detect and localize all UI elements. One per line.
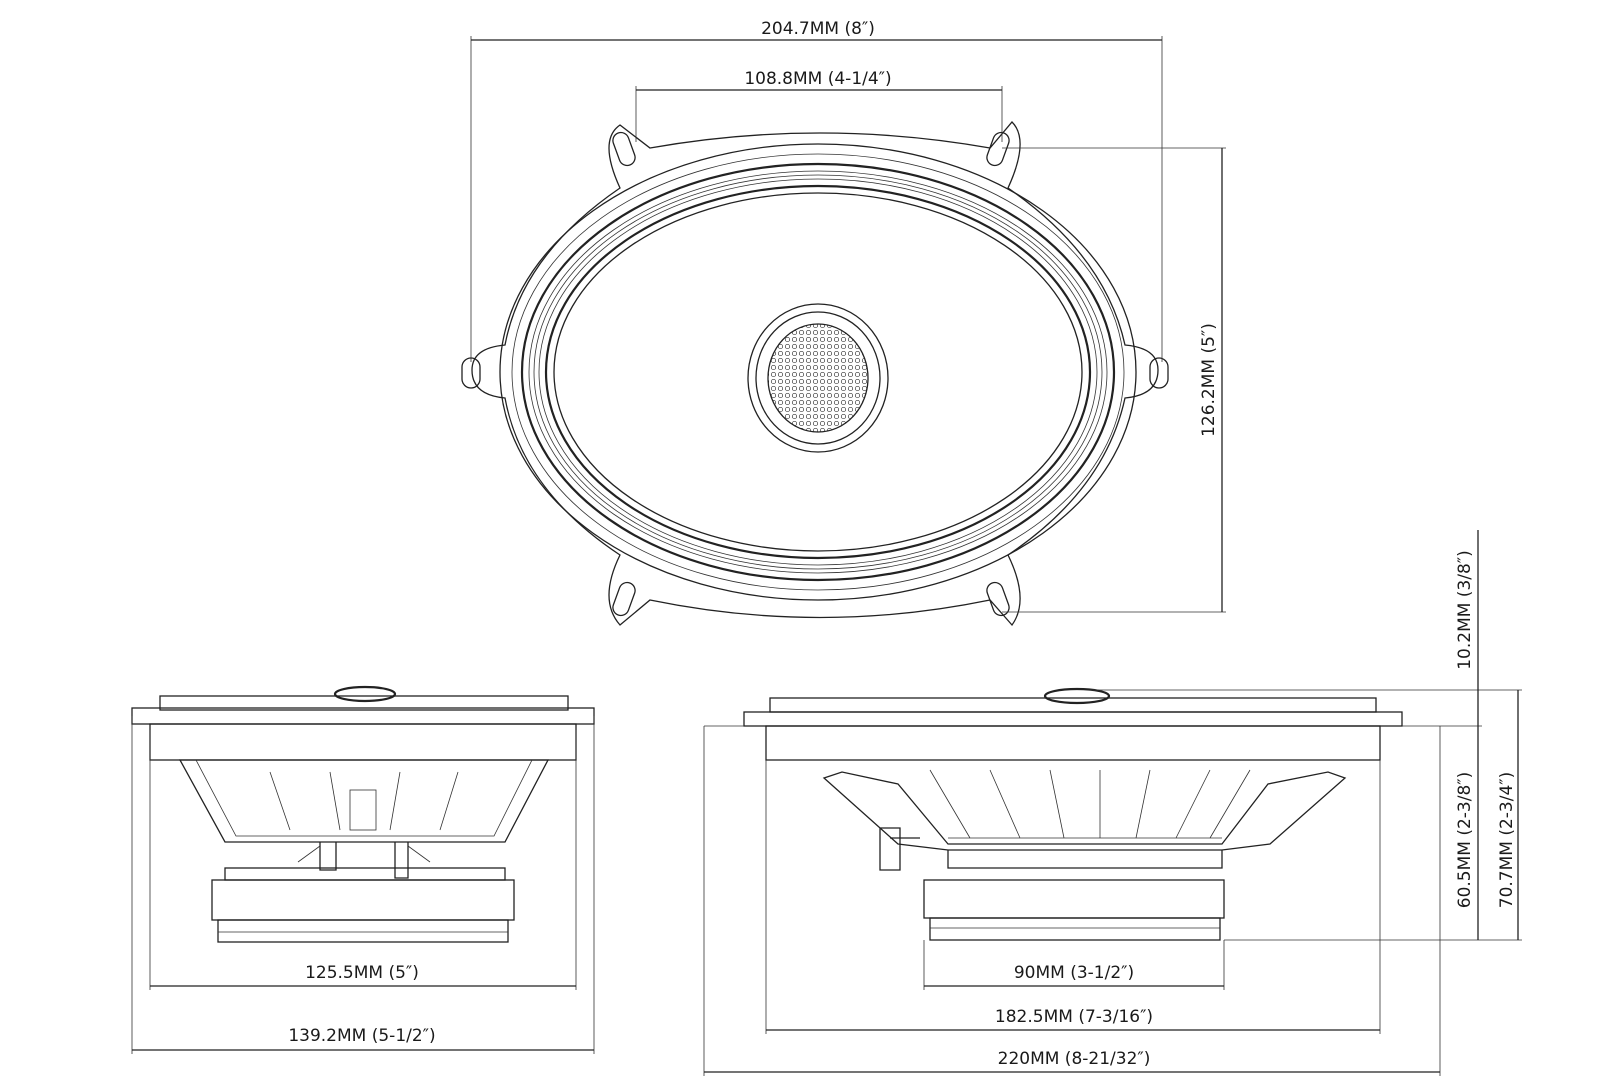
left-terminal-1 (319, 842, 337, 871)
right-magnet-cup (947, 850, 1223, 869)
left-basket (178, 759, 550, 843)
surround-rib-2 (533, 174, 1103, 570)
left-tweeter-dome (333, 685, 397, 703)
left-magnet (211, 879, 515, 921)
cone-edge (553, 192, 1083, 552)
left-terminal-2 (394, 842, 409, 879)
mounting-hole-top-left (612, 131, 636, 167)
mounting-frame-outline (471, 121, 1159, 627)
surround-outer (520, 162, 1116, 582)
right-flange (743, 711, 1403, 727)
mounting-hole-right (1149, 357, 1169, 389)
right-magnet (923, 879, 1225, 919)
dim-right-tweeter-height: 10.2MM (3/8″) (1455, 550, 1475, 670)
left-frame-body (149, 723, 577, 761)
left-frame-top (159, 695, 569, 711)
right-terminal (879, 827, 920, 871)
mounting-hole-bottom-right (986, 581, 1010, 617)
dim-right-outer-width: 220MM (8-21/32″) (998, 1049, 1151, 1069)
surround-rib-1 (528, 170, 1108, 574)
left-side-view: 125.5MM (5″) 139.2MM (5-1/2″) (131, 685, 595, 1054)
left-magnet-base (217, 919, 509, 943)
tweeter-grille (767, 323, 869, 433)
dim-right-mount-depth: 60.5MM (2-3/8″) (1455, 772, 1475, 909)
surround-rib-3 (538, 178, 1098, 566)
mounting-hole-left (461, 357, 481, 389)
frame-rim (499, 143, 1137, 601)
dim-left-outer-width: 139.2MM (5-1/2″) (288, 1026, 435, 1046)
dim-top-overall-width: 204.7MM (8″) (761, 19, 875, 39)
dim-right-total-depth: 70.7MM (2-3/4″) (1497, 772, 1517, 909)
mounting-holes (461, 131, 1169, 617)
dim-right-magnet-width: 90MM (3-1/2″) (1014, 963, 1134, 983)
tweeter-housing (747, 303, 889, 453)
dim-top-height: 126.2MM (5″) (1199, 323, 1219, 437)
right-frame-top (769, 697, 1377, 713)
tweeter (747, 303, 889, 453)
right-magnet-base (929, 917, 1221, 941)
right-frame-body (765, 725, 1381, 761)
mounting-hole-top-right (986, 131, 1010, 167)
dim-left-inner-width: 125.5MM (5″) (305, 963, 419, 983)
surround-inner (544, 184, 1092, 560)
dim-right-inner-width: 182.5MM (7-3/16″) (995, 1007, 1153, 1027)
frame-rim-inner (511, 153, 1125, 591)
tweeter-ring (755, 311, 881, 445)
right-side-view: 90MM (3-1/2″) 182.5MM (7-3/16″) 220MM (8… (703, 530, 1522, 1076)
left-magnet-plate (224, 867, 506, 881)
mounting-hole-bottom-left (612, 581, 636, 617)
top-view: 204.7MM (8″) 108.8MM (4-1/4″) 126.2MM (5… (461, 19, 1226, 627)
dim-top-hole-spacing: 108.8MM (4-1/4″) (744, 69, 891, 89)
right-tweeter-dome (1043, 687, 1111, 705)
top-dimension-lines (470, 36, 1226, 613)
